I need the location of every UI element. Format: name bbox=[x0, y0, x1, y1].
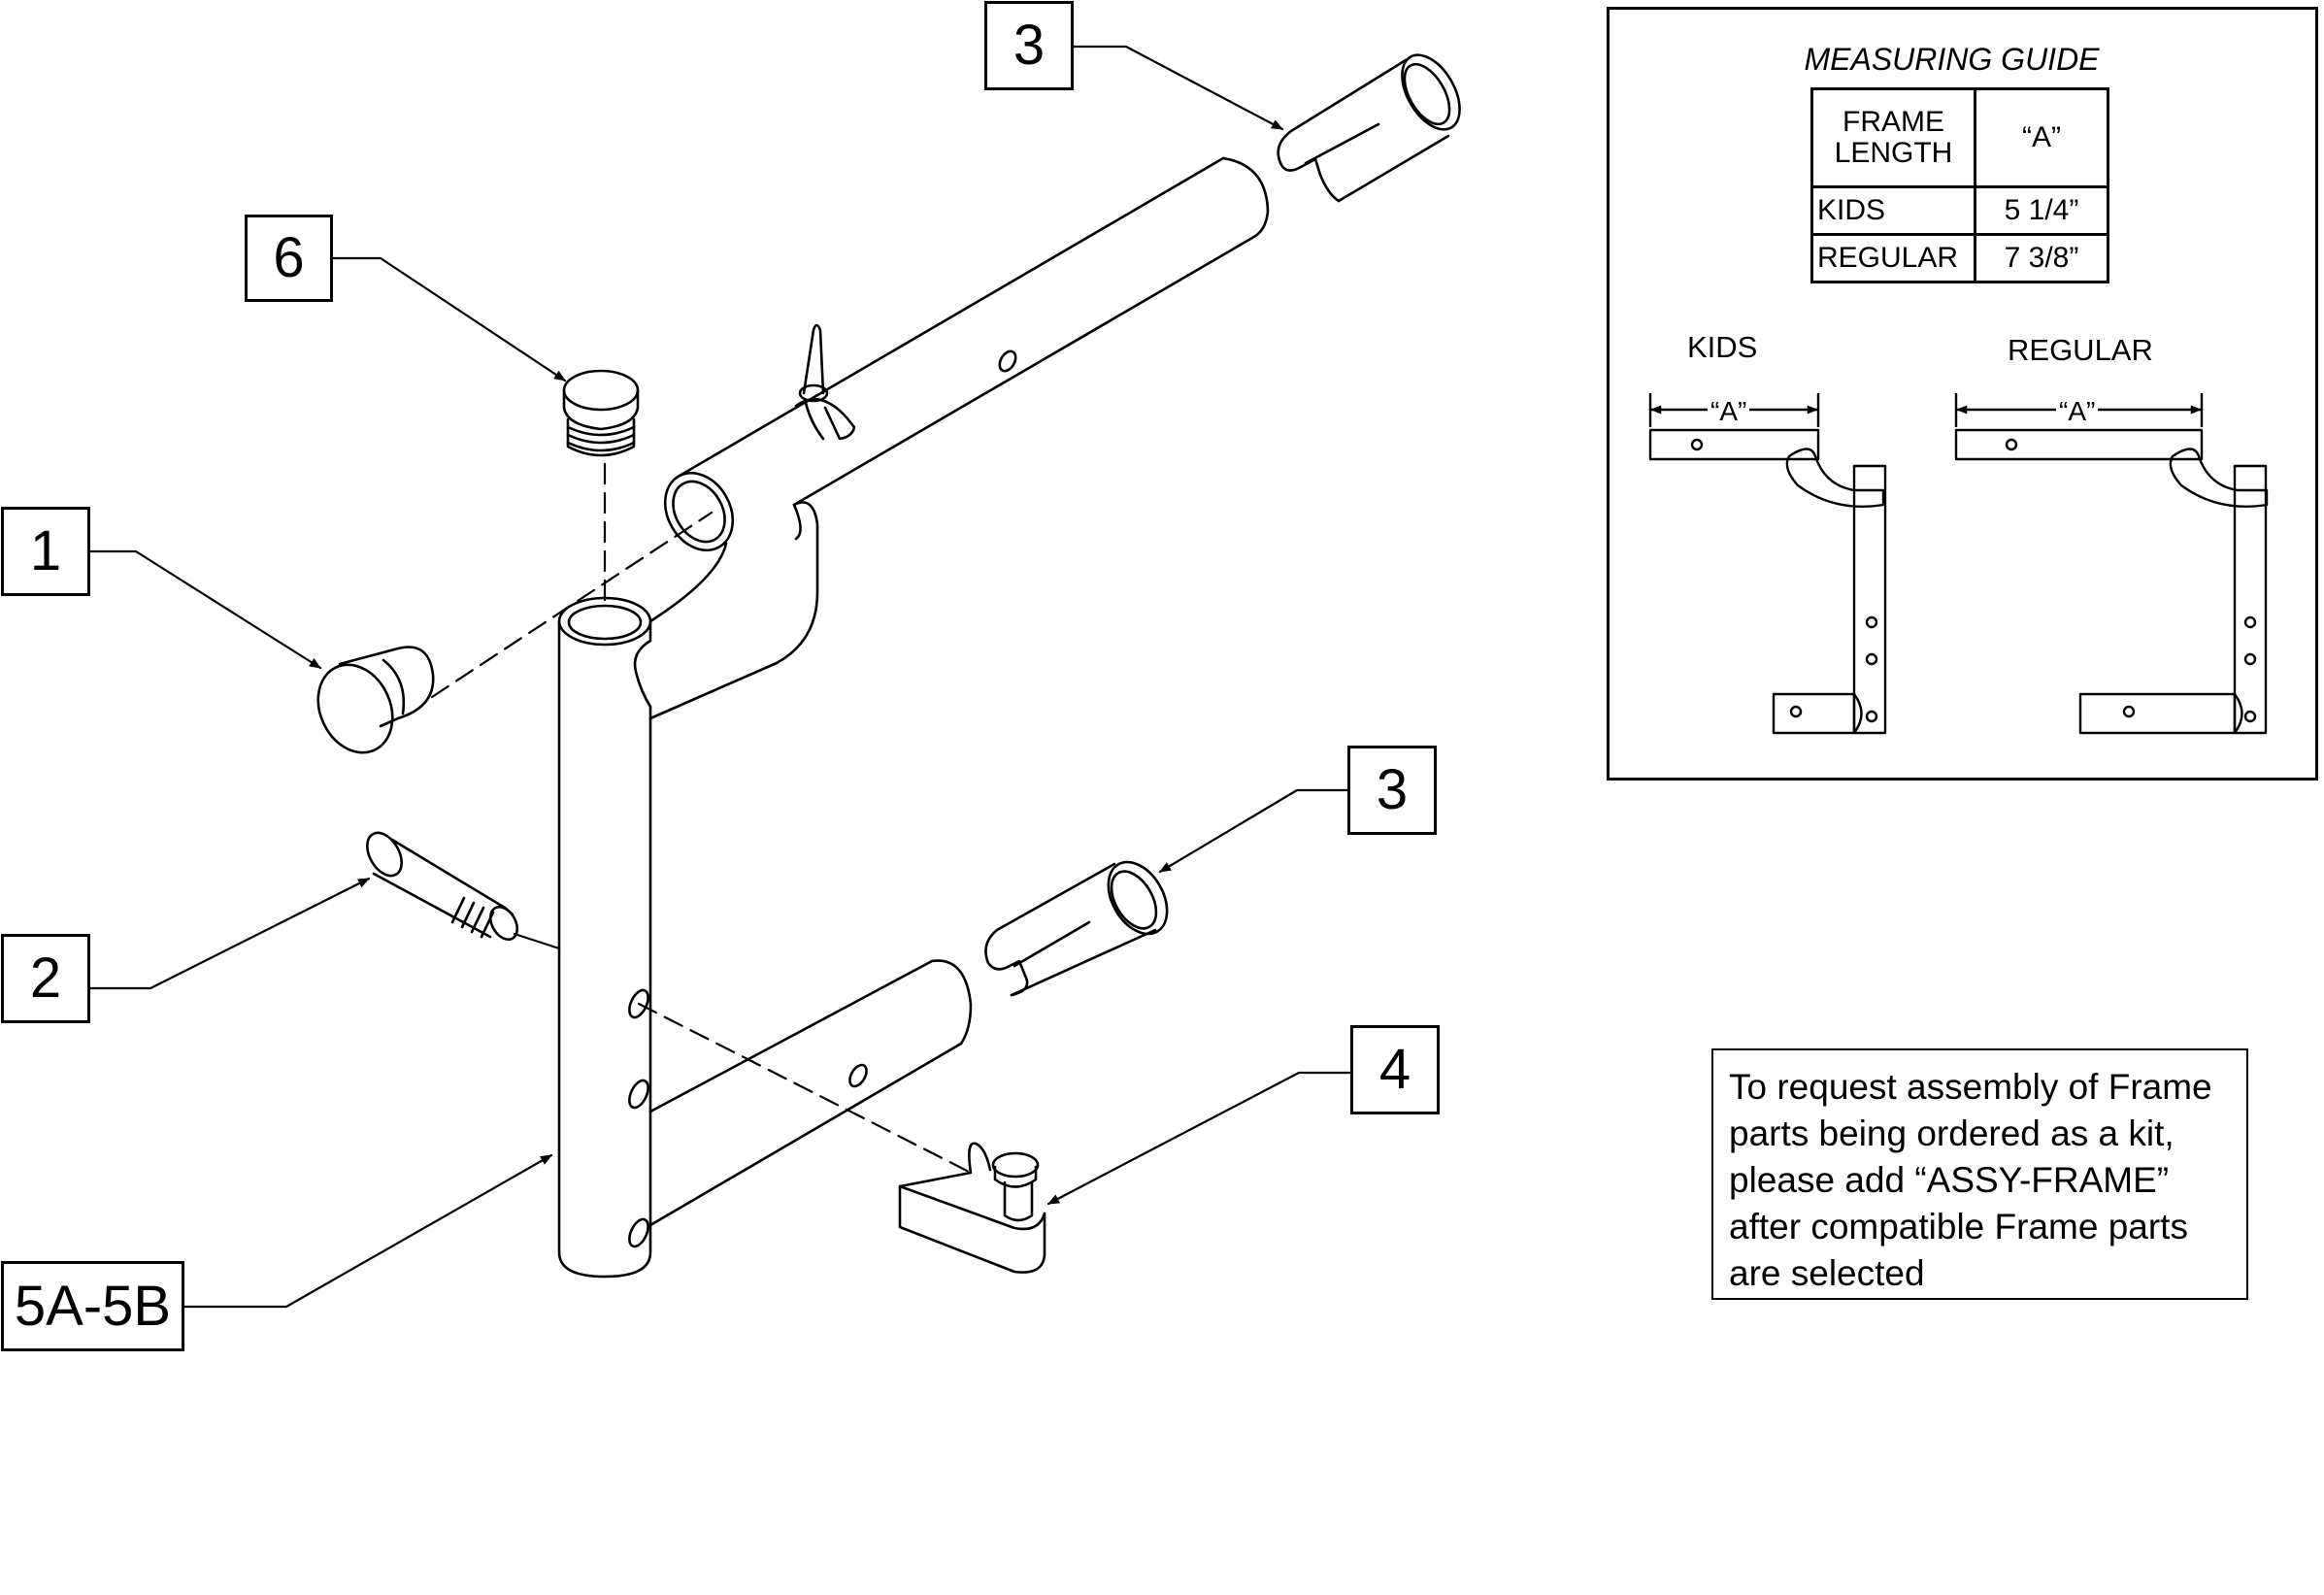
table-header-row: FRAME LENGTH “A” bbox=[1810, 87, 2109, 188]
measuring-guide: MEASURING GUIDE FRAME LENGTH “A” KIDS 5 … bbox=[1607, 7, 2318, 781]
kids-diagram-label: KIDS bbox=[1687, 330, 1758, 364]
upper-frame-tube bbox=[648, 156, 1270, 720]
regular-dimension-label: “A” bbox=[2056, 396, 2099, 427]
bolt bbox=[366, 831, 519, 942]
assembly-note: To request assembly of Frame parts being… bbox=[1711, 1048, 2248, 1300]
measuring-guide-table: FRAME LENGTH “A” KIDS 5 1/4” REGULAR 7 3… bbox=[1810, 87, 2109, 283]
measuring-guide-diagrams bbox=[1648, 393, 2269, 735]
callout-3-top: 3 bbox=[984, 1, 1074, 90]
leader-1 bbox=[88, 549, 322, 670]
row-frame: KIDS bbox=[1810, 185, 1976, 236]
measuring-guide-title: MEASURING GUIDE bbox=[1804, 42, 2100, 77]
kids-dimension-label: “A” bbox=[1708, 396, 1750, 427]
assembly-centerlines bbox=[430, 462, 973, 1175]
callout-5a-5b: 5A-5B bbox=[1, 1261, 184, 1351]
kids-diagram bbox=[1648, 393, 1887, 735]
regular-diagram bbox=[1954, 393, 2269, 735]
callout-3-bottom: 3 bbox=[1347, 746, 1437, 835]
lower-tube-insert bbox=[984, 860, 1169, 997]
callout-2: 2 bbox=[1, 934, 90, 1023]
leader-6 bbox=[330, 256, 567, 382]
header-a: “A” bbox=[1974, 87, 2109, 188]
table-row: REGULAR 7 3/8” bbox=[1810, 233, 2109, 283]
lower-frame-tube bbox=[648, 959, 973, 1227]
top-tube-insert bbox=[1277, 53, 1461, 203]
regular-diagram-label: REGULAR bbox=[2008, 333, 2153, 367]
callout-4: 4 bbox=[1350, 1025, 1440, 1114]
leader-5 bbox=[183, 1153, 553, 1309]
leader-lines bbox=[88, 45, 1352, 1309]
row-a-value: 5 1/4” bbox=[1974, 185, 2109, 236]
leader-2 bbox=[88, 877, 371, 990]
header-frame-length: FRAME LENGTH bbox=[1810, 87, 1976, 188]
callout-1: 1 bbox=[1, 507, 90, 596]
row-frame: REGULAR bbox=[1810, 233, 1976, 283]
callout-6: 6 bbox=[245, 215, 333, 302]
bolt-centerline-stub bbox=[513, 932, 561, 950]
tube-plug bbox=[562, 369, 640, 457]
end-cap bbox=[316, 646, 435, 754]
leader-3-bottom bbox=[1158, 788, 1349, 874]
leader-4 bbox=[1046, 1071, 1352, 1206]
table-row: KIDS 5 1/4” bbox=[1810, 185, 2109, 236]
pin-bracket bbox=[898, 1142, 1046, 1274]
row-a-value: 7 3/8” bbox=[1974, 233, 2109, 283]
assembly-note-text: To request assembly of Frame parts being… bbox=[1729, 1067, 2212, 1293]
leader-3-top bbox=[1072, 45, 1284, 131]
vertical-frame-tube bbox=[557, 596, 652, 1279]
